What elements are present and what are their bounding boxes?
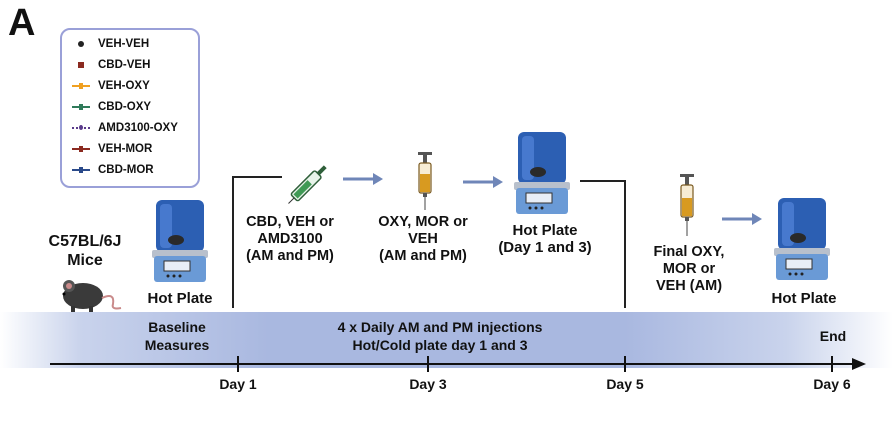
arrow-icon	[722, 213, 762, 225]
injections-line: Hot/Cold plate day 1 and 3	[352, 337, 528, 353]
hot-plate-device-icon	[774, 198, 830, 280]
legend-label: CBD-OXY	[98, 101, 152, 113]
step-line: Final OXY,	[653, 244, 725, 260]
legend-label: AMD3100-OXY	[98, 122, 178, 134]
legend-label: VEH-MOR	[98, 143, 153, 155]
hot-plate-label-baseline: Hot Plate	[147, 290, 213, 307]
step-hotplate-label: Hot Plate (Day 1 and 3)	[484, 222, 606, 256]
step-final-label: Final OXY, MOR or VEH (AM)	[636, 244, 742, 295]
day-label: Day 1	[219, 376, 257, 392]
legend-label: VEH-OXY	[98, 80, 150, 92]
mouse-icon	[62, 280, 122, 312]
baseline-line: Baseline	[148, 319, 206, 335]
end-label: End	[819, 328, 847, 344]
step-line: AMD3100	[257, 231, 323, 247]
panel-letter: A	[8, 2, 36, 44]
bracket-line	[580, 180, 626, 308]
day-label: Day 3	[409, 376, 447, 392]
subjects-line: Mice	[67, 252, 103, 269]
arrow-icon	[343, 173, 383, 185]
timeline-axis	[50, 356, 866, 372]
legend-label: CBD-VEH	[98, 59, 151, 71]
legend-item: AMD3100-OXY	[72, 122, 178, 134]
subjects-line: C57BL/6J	[48, 233, 122, 250]
legend: VEH-VEH CBD-VEH VEH-OXY CBD-OXY AMD3100-…	[60, 28, 200, 188]
legend-square-icon	[72, 60, 90, 70]
step-line: (AM and PM)	[379, 248, 467, 264]
hot-plate-device-icon	[514, 132, 570, 214]
syringe-icon	[680, 174, 694, 236]
step-cbd-label: CBD, VEH or AMD3100 (AM and PM)	[236, 214, 344, 265]
legend-label: CBD-MOR	[98, 164, 154, 176]
injections-label: 4 x Daily AM and PM injections Hot/Cold …	[280, 318, 600, 354]
step-line: OXY, MOR or	[378, 214, 468, 230]
legend-line-icon	[72, 102, 90, 112]
baseline-line: Measures	[144, 337, 210, 353]
subjects-label: C57BL/6J Mice	[30, 232, 140, 270]
step-line: Hot Plate	[512, 222, 578, 239]
step-line: (AM and PM)	[246, 248, 334, 264]
step-line: CBD, VEH or	[246, 214, 334, 230]
legend-line-icon	[72, 165, 90, 175]
day-label: Day 6	[813, 376, 851, 392]
baseline-label: Baseline Measures	[122, 318, 232, 354]
legend-item: CBD-MOR	[72, 164, 154, 176]
legend-dot-icon	[72, 39, 90, 49]
step-line: VEH (AM)	[655, 278, 723, 294]
timeline-band	[0, 312, 893, 368]
legend-line-icon	[72, 81, 90, 91]
legend-item: VEH-OXY	[72, 80, 150, 92]
legend-item: VEH-MOR	[72, 143, 152, 155]
legend-item: CBD-OXY	[72, 101, 151, 113]
legend-item: CBD-VEH	[72, 59, 150, 71]
step-line: (Day 1 and 3)	[498, 239, 592, 256]
arrow-icon	[463, 176, 503, 188]
hot-plate-label-final: Hot Plate	[771, 290, 837, 307]
injections-line: 4 x Daily AM and PM injections	[337, 319, 543, 335]
legend-dashdot-icon	[72, 123, 90, 133]
step-oxy-label: OXY, MOR or VEH (AM and PM)	[366, 214, 480, 265]
step-line: VEH	[408, 231, 438, 247]
legend-line-icon	[72, 144, 90, 154]
legend-item: VEH-VEH	[72, 38, 149, 50]
syringe-icon	[288, 165, 327, 204]
bracket-line	[232, 176, 282, 308]
step-line: MOR or	[662, 261, 716, 277]
day-label: Day 5	[606, 376, 644, 392]
hot-plate-device-icon	[152, 200, 208, 282]
syringe-icon	[418, 152, 432, 210]
legend-label: VEH-VEH	[98, 38, 150, 50]
